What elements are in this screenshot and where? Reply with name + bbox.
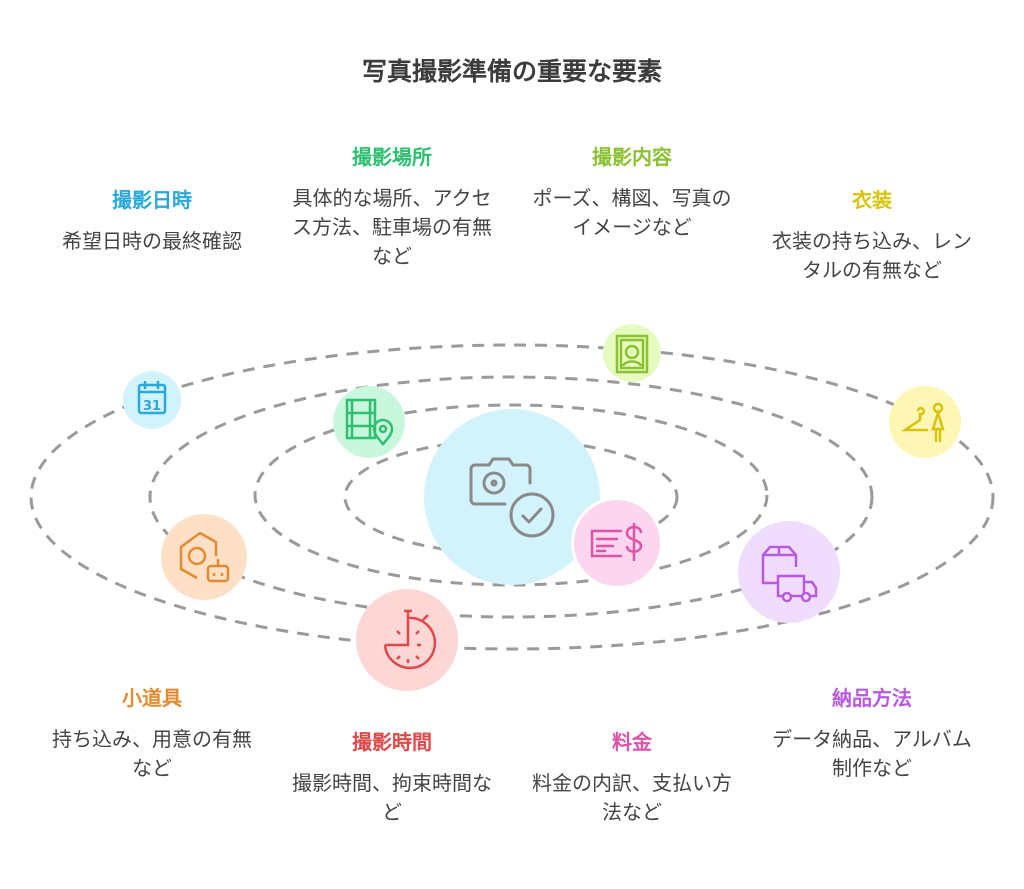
page-title: 写真撮影準備の重要な要素 bbox=[361, 57, 662, 86]
invoice-dollar-icon bbox=[571, 497, 663, 589]
item-title: 撮影場所 bbox=[352, 145, 432, 169]
orbit-4 bbox=[29, 343, 995, 651]
item-desc: 料金の内訳、支払い方法など bbox=[532, 771, 732, 824]
item-duration: 撮影時間 撮影時間、拘束時間など bbox=[287, 726, 497, 827]
item-date: 撮影日時 希望日時の最終確認 bbox=[47, 184, 257, 256]
camera-check-icon bbox=[424, 409, 600, 585]
item-desc: データ納品、アルバム制作など bbox=[772, 727, 972, 780]
film-location-icon bbox=[333, 386, 405, 458]
stopwatch-icon bbox=[356, 589, 458, 691]
item-desc: 撮影時間、拘束時間など bbox=[292, 771, 492, 824]
item-desc: 衣装の持ち込み、レンタルの有無など bbox=[772, 229, 972, 282]
svg-text:31: 31 bbox=[143, 399, 161, 414]
orbit-2 bbox=[253, 403, 769, 587]
box-truck-icon bbox=[738, 521, 840, 623]
item-delivery: 納品方法 データ納品、アルバム制作など bbox=[767, 682, 977, 783]
item-costume: 衣装 衣装の持ち込み、レンタルの有無など bbox=[767, 184, 977, 285]
orbit-3 bbox=[148, 375, 874, 619]
item-desc: ポーズ、構図、写真のイメージなど bbox=[532, 186, 732, 239]
item-fee: 料金 料金の内訳、支払い方法など bbox=[527, 726, 737, 827]
calendar-icon: 31 bbox=[123, 371, 181, 429]
item-location: 撮影場所 具体的な場所、アクセス方法、駐車場の有無など bbox=[287, 141, 497, 271]
item-desc: 持ち込み、用意の有無など bbox=[52, 727, 252, 780]
item-title: 撮影内容 bbox=[592, 145, 672, 169]
item-title: 小道具 bbox=[122, 686, 182, 710]
item-title: 納品方法 bbox=[832, 686, 912, 710]
props-icon bbox=[161, 514, 247, 600]
item-content: 撮影内容 ポーズ、構図、写真のイメージなど bbox=[527, 141, 737, 242]
item-props: 小道具 持ち込み、用意の有無など bbox=[47, 682, 257, 783]
item-desc: 希望日時の最終確認 bbox=[62, 229, 242, 253]
item-title: 衣装 bbox=[852, 188, 892, 212]
item-title: 撮影時間 bbox=[352, 730, 432, 754]
portrait-icon bbox=[603, 324, 661, 382]
item-title: 料金 bbox=[612, 730, 652, 754]
item-title: 撮影日時 bbox=[112, 188, 192, 212]
hanger-person-icon bbox=[889, 386, 961, 458]
item-desc: 具体的な場所、アクセス方法、駐車場の有無など bbox=[292, 186, 492, 268]
